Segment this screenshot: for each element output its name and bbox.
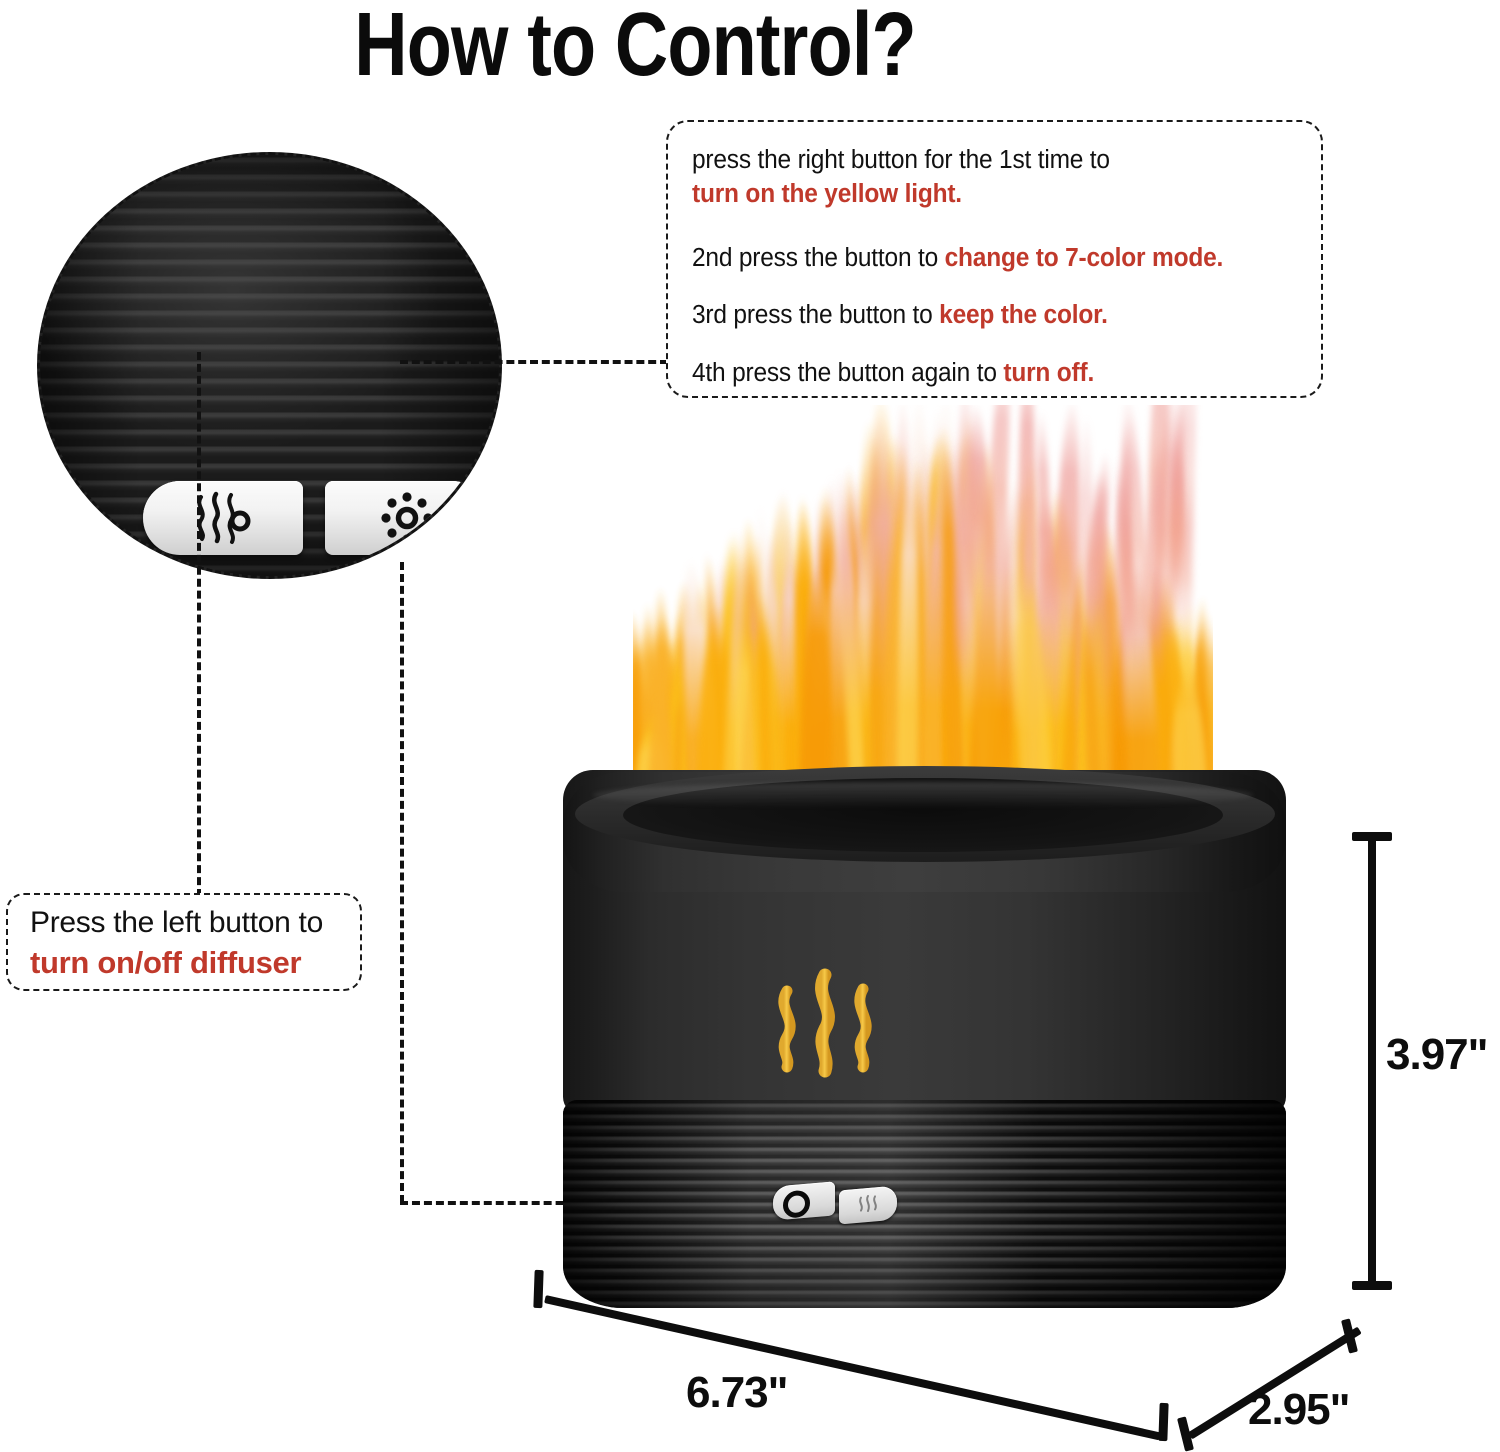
height-dimension-cap-bottom bbox=[1352, 1281, 1392, 1290]
leader-line-light-button bbox=[400, 360, 668, 364]
flame-streak-pink bbox=[1017, 405, 1037, 611]
left-callout-line-2: turn on/off diffuser bbox=[30, 945, 302, 980]
leader-line-mist-to-callout bbox=[197, 352, 201, 897]
button-zoom-magnifier bbox=[37, 152, 502, 579]
width-dimension-cap-left bbox=[533, 1269, 544, 1309]
product-rim-highlight bbox=[593, 782, 1253, 808]
product-flame-slot bbox=[623, 778, 1223, 852]
product-light-button[interactable] bbox=[773, 1181, 835, 1221]
height-dimension-label: 3.97" bbox=[1386, 1030, 1488, 1079]
leader-line-magnifier-to-product bbox=[400, 562, 404, 1203]
product-ribbed-base bbox=[563, 1100, 1286, 1308]
instruction-1-highlight: turn on the yellow light. bbox=[692, 180, 962, 208]
height-dimension-line bbox=[1368, 836, 1376, 1286]
sun-light-icon bbox=[381, 492, 433, 544]
page-title: How to Control? bbox=[354, 0, 916, 95]
instruction-2-highlight: change to 7-color mode. bbox=[944, 244, 1224, 272]
left-button-callout: Press the left button to turn on/off dif… bbox=[6, 893, 362, 991]
instruction-4-text: 4th press the button again to bbox=[692, 359, 1004, 387]
instructions-callout: press the right button for the 1st time … bbox=[666, 120, 1323, 398]
flame-streak-pink bbox=[1076, 413, 1096, 694]
zoomed-light-button[interactable] bbox=[325, 481, 489, 555]
zoomed-mist-button[interactable] bbox=[143, 481, 303, 555]
sun-light-icon bbox=[783, 1189, 810, 1219]
mist-waves-icon bbox=[859, 1194, 877, 1213]
diffuser-product bbox=[523, 400, 1323, 1330]
base-shading bbox=[563, 1100, 1286, 1308]
width-dimension-label: 6.73" bbox=[686, 1368, 788, 1417]
instruction-1-text: press the right button for the 1st time … bbox=[692, 146, 1110, 174]
flame-streaks bbox=[633, 405, 1213, 815]
mist-waves-icon bbox=[197, 491, 251, 544]
product-mist-button[interactable] bbox=[839, 1185, 897, 1225]
mist-waves-icon bbox=[778, 968, 872, 1078]
instruction-3-text: 3rd press the button to bbox=[692, 301, 940, 329]
product-control-buttons bbox=[773, 1178, 903, 1226]
width-dimension-cap-right bbox=[1158, 1402, 1169, 1442]
depth-dimension-label: 2.95" bbox=[1248, 1385, 1350, 1434]
flame-graphic bbox=[633, 405, 1213, 815]
left-callout-line-1: Press the left button to bbox=[30, 906, 323, 939]
height-dimension-cap-top bbox=[1352, 832, 1392, 841]
instruction-3-highlight: keep the color. bbox=[939, 301, 1108, 329]
instruction-4-highlight: turn off. bbox=[1003, 359, 1095, 387]
instruction-2-text: 2nd press the button to bbox=[692, 244, 945, 272]
